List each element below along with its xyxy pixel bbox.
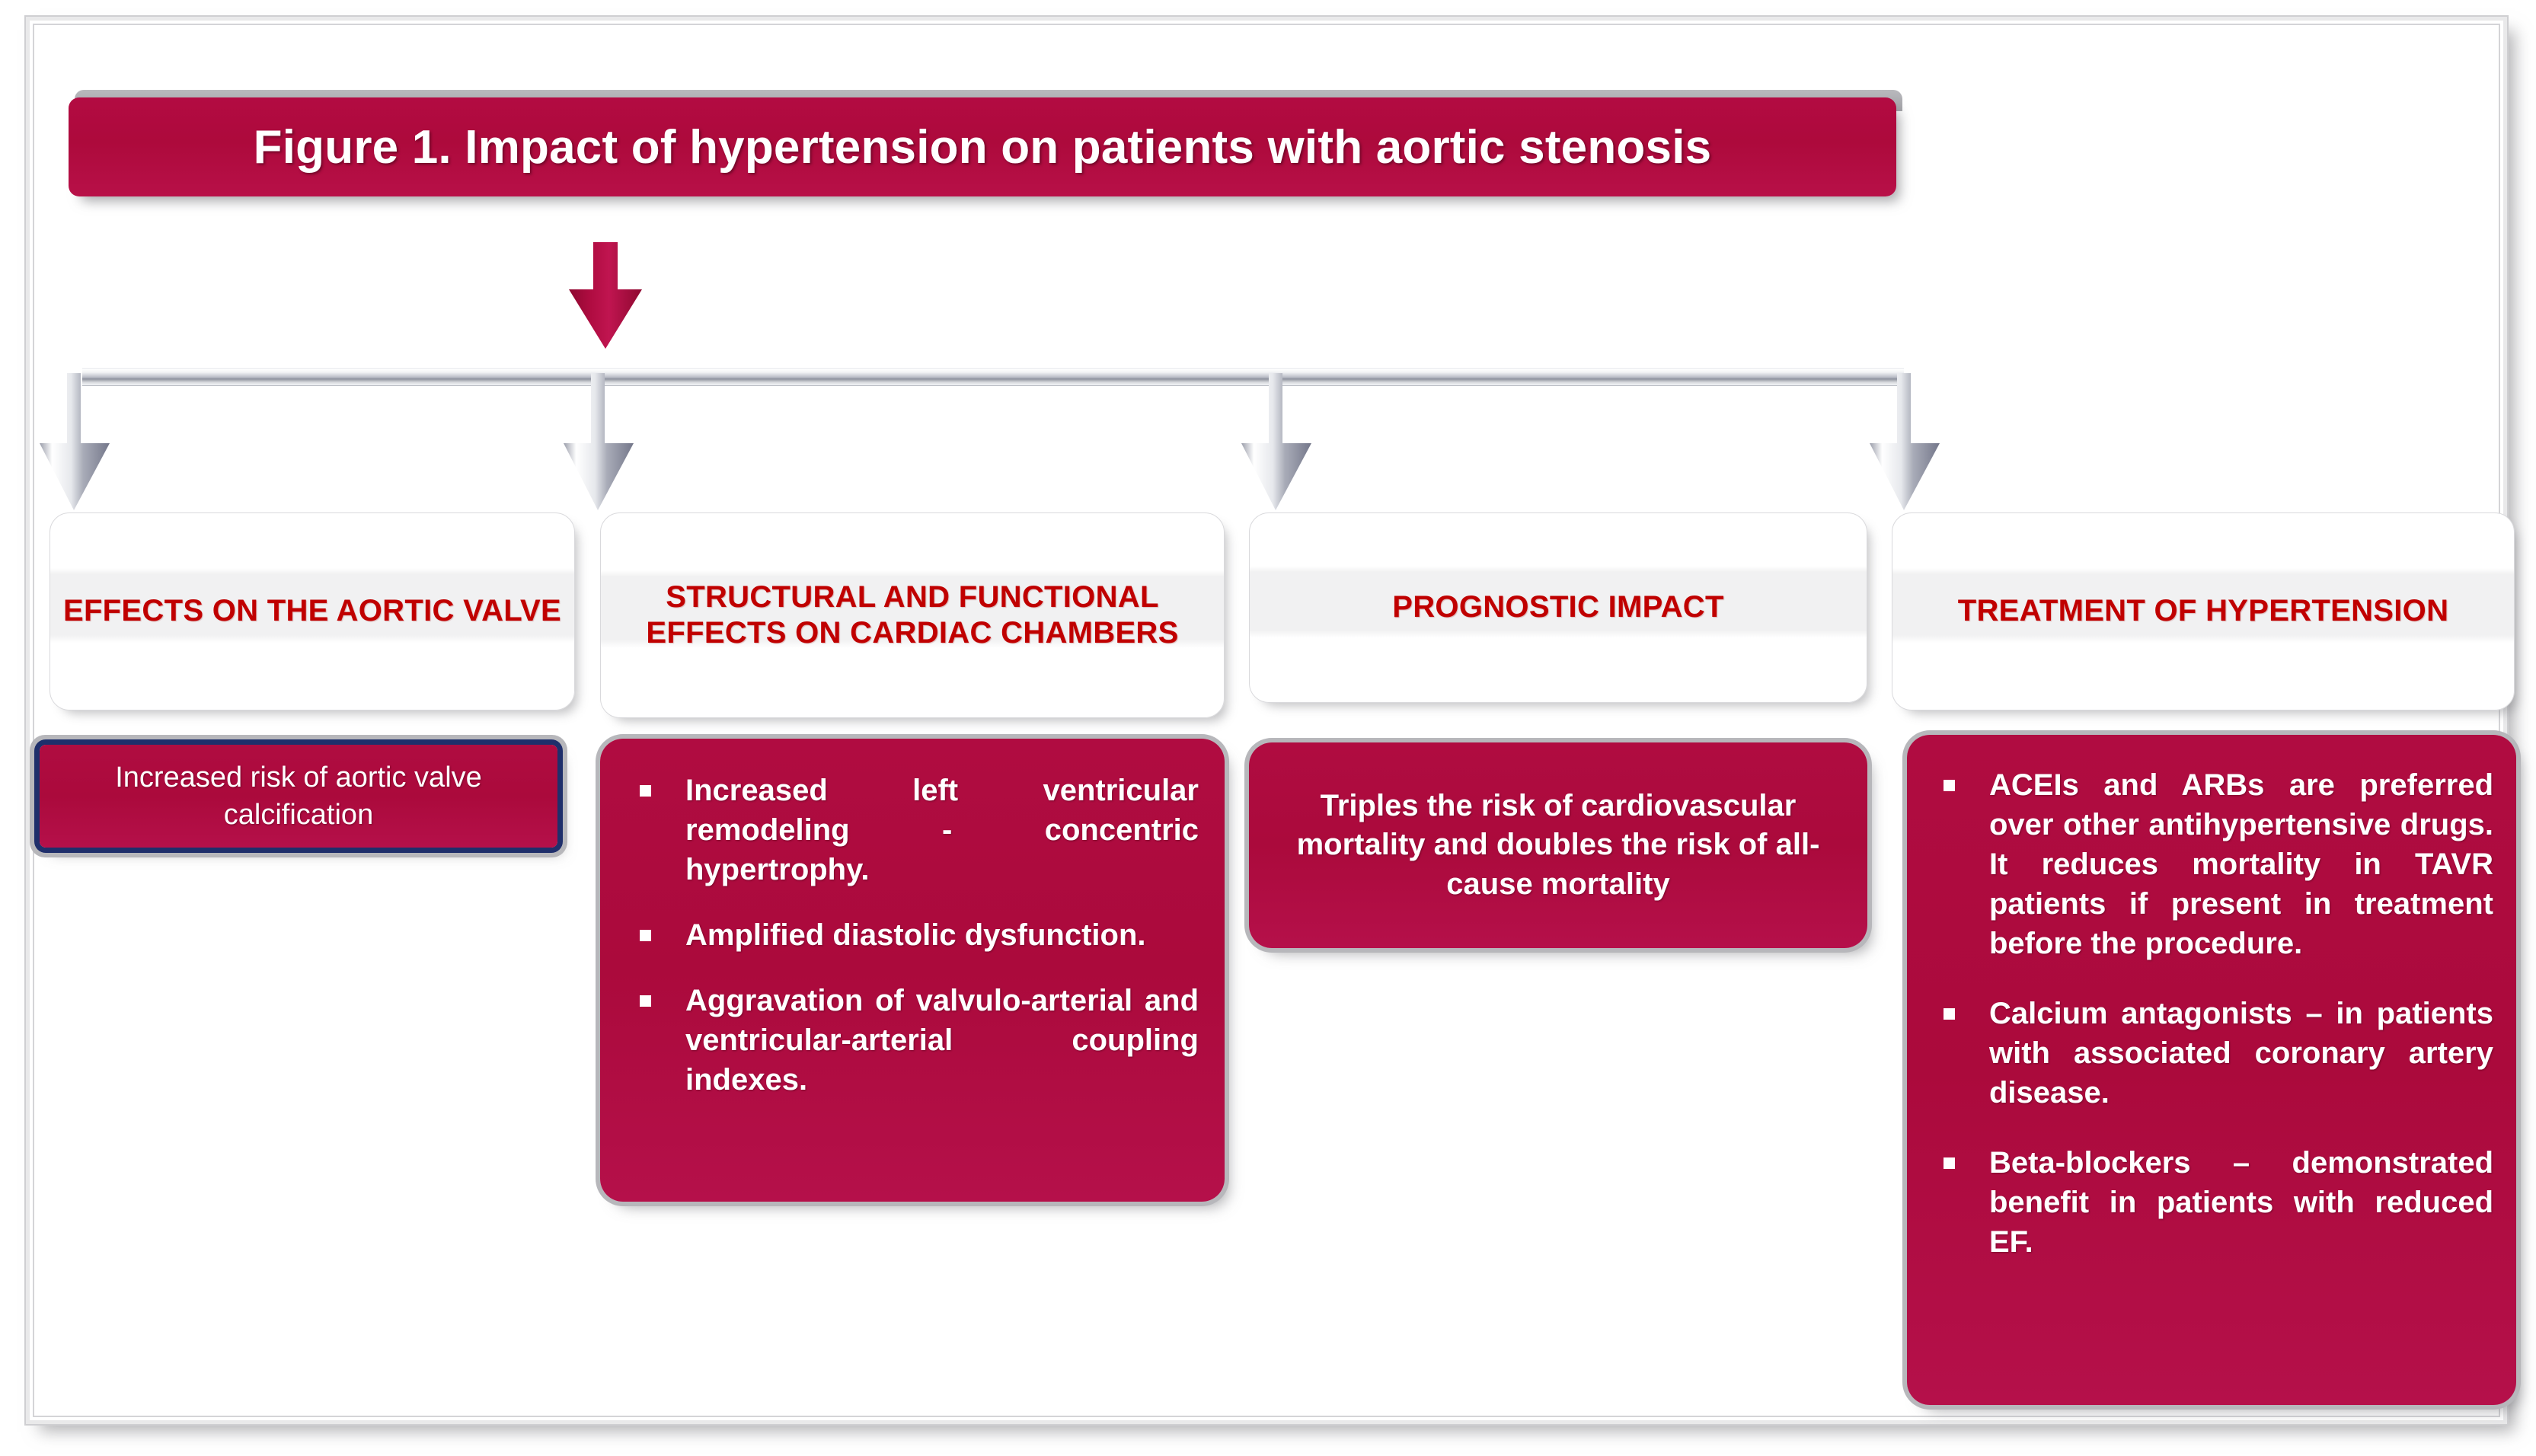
content-box-structural-and-functional-effects-on-cardiac-chambers[interactable]: Increased left ventricular remodeling - … [600,739,1225,1202]
list-item-text: Amplified diastolic dysfunction. [685,918,1146,952]
bullet-list: ACEIs and ARBs are preferred over other … [1907,735,2516,1312]
square-bullet-icon [1944,780,1955,791]
content-text: Increased risk of aortic valve calcifica… [115,761,482,831]
bullet-list: Increased left ventricular remodeling - … [600,739,1225,1122]
list-item-text: Increased left ventricular remodeling - … [685,774,1199,886]
list-item-text: ACEIs and ARBs are preferred over other … [1989,768,2493,960]
silver-down-arrow-3-icon [1241,373,1311,510]
square-bullet-icon [640,930,651,941]
square-bullet-icon [640,785,651,797]
list-item-text: Aggravation of valvulo-arterial and vent… [685,984,1199,1097]
column-header-structural-and-functional-effects-on-cardiac-chambers[interactable]: STRUCTURAL AND FUNCTIONAL EFFECTS ON CAR… [600,512,1225,718]
column-header-label: STRUCTURAL AND FUNCTIONAL EFFECTS ON CAR… [646,580,1179,650]
list-item: Calcium antagonists – in patients with a… [1931,994,2493,1113]
list-item: ACEIs and ARBs are preferred over other … [1931,765,2493,963]
silver-down-arrow-2-icon [564,373,634,510]
column-header-treatment-of-hypertension[interactable]: TREATMENT OF HYPERTENSION [1892,512,2515,710]
content-box-effects-on-the-aortic-valve[interactable]: Increased risk of aortic valve calcifica… [40,745,557,848]
silver-down-arrow-1-icon [40,373,110,510]
column-header-prognostic-impact[interactable]: PROGNOSTIC IMPACT [1249,512,1867,703]
column-header-label: EFFECTS ON THE AORTIC VALVE [62,594,562,628]
list-item: Increased left ventricular remodeling - … [628,771,1199,889]
content-text: Triples the risk of cardiovascular morta… [1296,789,1820,901]
figure-title-bar: Figure 1. Impact of hypertension on pati… [69,97,1896,196]
red-down-arrow-icon [569,242,642,349]
content-box-treatment-of-hypertension[interactable]: ACEIs and ARBs are preferred over other … [1907,735,2516,1405]
column-header-effects-on-the-aortic-valve[interactable]: EFFECTS ON THE AORTIC VALVE [50,512,575,710]
page-title: Figure 1. Impact of hypertension on pati… [253,120,1712,174]
silver-down-arrow-4-icon [1870,373,1940,510]
list-item-text: Calcium antagonists – in patients with a… [1989,997,2493,1110]
horizontal-connector-bar [82,368,1904,386]
list-item: Beta-blockers – demonstrated benefit in … [1931,1143,2493,1262]
column-header-label: PROGNOSTIC IMPACT [1392,590,1724,624]
list-item-text: Beta-blockers – demonstrated benefit in … [1989,1146,2493,1259]
content-box-prognostic-impact[interactable]: Triples the risk of cardiovascular morta… [1249,742,1867,948]
column-header-label: TREATMENT OF HYPERTENSION [1957,594,2449,628]
square-bullet-icon [1944,1008,1955,1020]
list-item: Aggravation of valvulo-arterial and vent… [628,981,1199,1100]
square-bullet-icon [1944,1157,1955,1169]
square-bullet-icon [640,995,651,1007]
list-item: Amplified diastolic dysfunction. [628,915,1199,955]
